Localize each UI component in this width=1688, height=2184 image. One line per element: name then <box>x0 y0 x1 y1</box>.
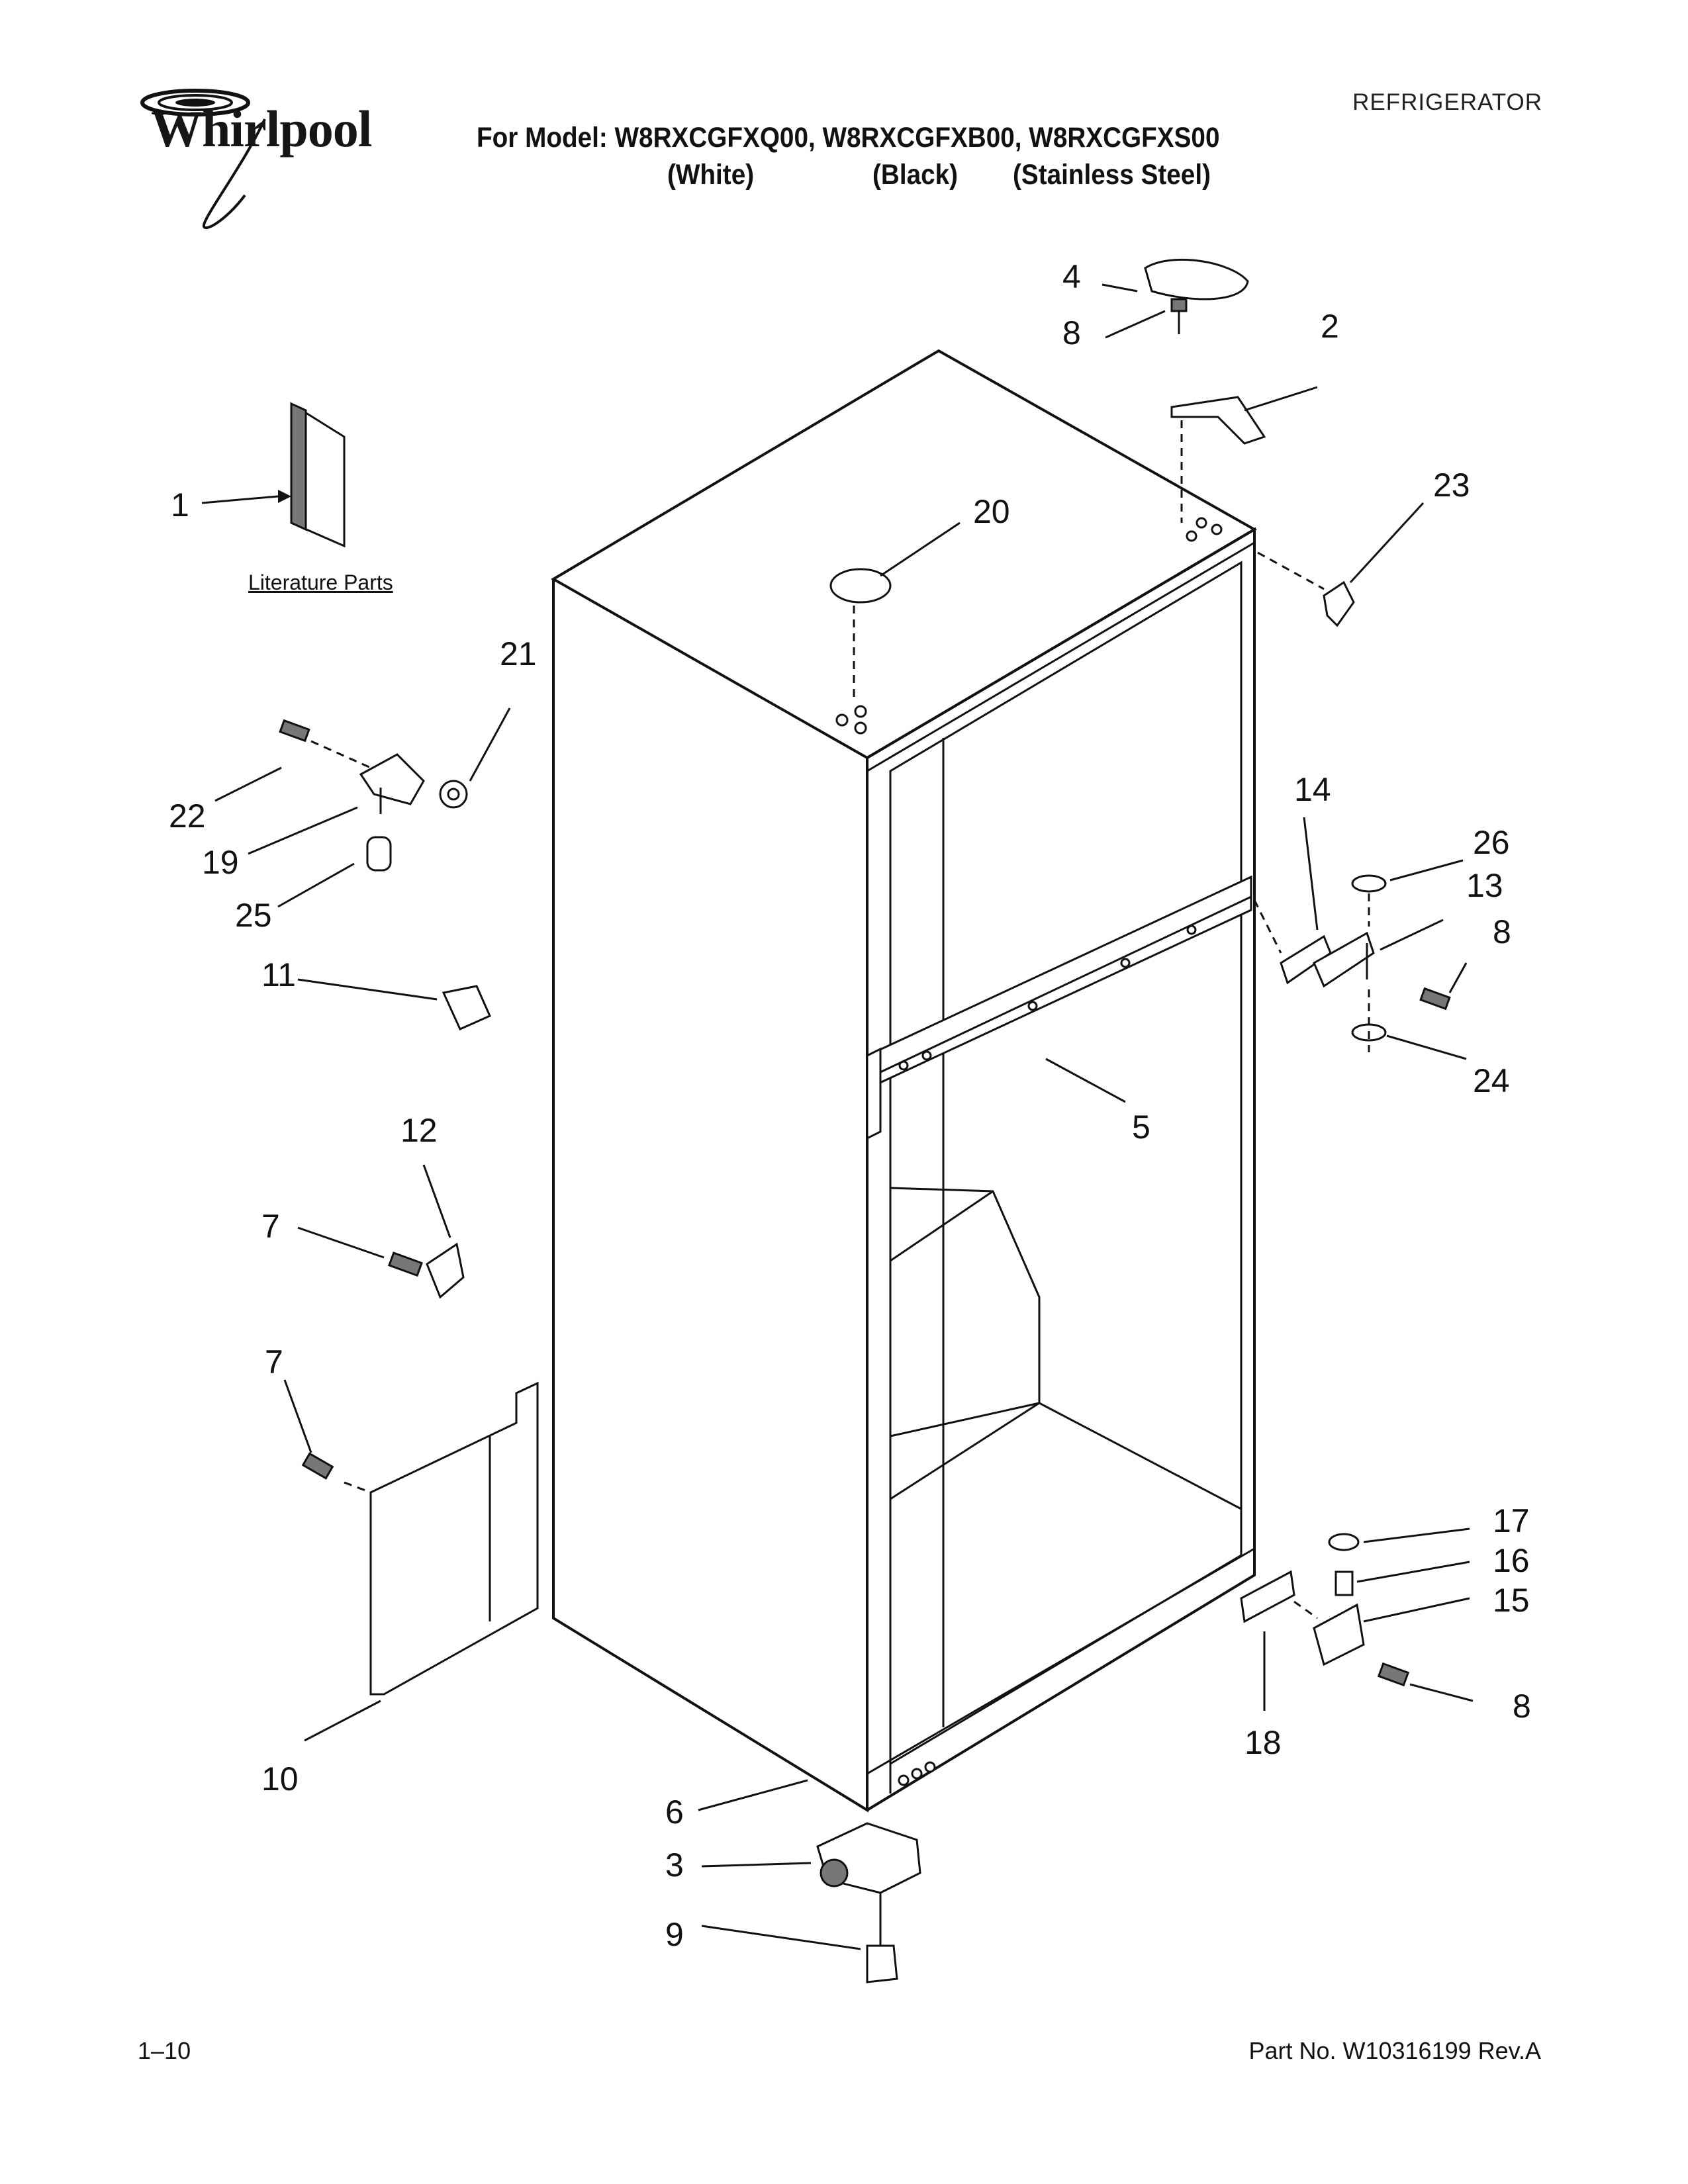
callout-21: 21 <box>500 635 537 672</box>
callout-4: 4 <box>1062 258 1081 295</box>
hinge-cap <box>1144 258 1249 300</box>
hinge-pin-cover <box>1323 580 1355 627</box>
bottom-hinge-15 <box>1313 1603 1365 1666</box>
model-numbers: For Model: W8RXCGFXQ00, W8RXCGFXB00, W8R… <box>477 122 1220 154</box>
variant-black: (Black) <box>872 159 959 191</box>
callout-17: 17 <box>1493 1502 1530 1539</box>
machine-compartment-cover <box>344 1381 539 1696</box>
bracket-19 <box>359 753 425 805</box>
callout-8b: 8 <box>1493 913 1511 950</box>
callout-8a: 8 <box>1062 314 1081 351</box>
plug <box>829 568 892 604</box>
screw-22 <box>279 719 310 743</box>
callout-8c: 8 <box>1513 1688 1531 1725</box>
callout-1: 1 <box>171 486 189 523</box>
washer-26 <box>1351 874 1387 893</box>
whirlpool-logo <box>140 89 266 230</box>
top-hinge <box>1170 396 1266 445</box>
callout-3: 3 <box>665 1846 684 1884</box>
spacer-25 <box>366 836 392 872</box>
literature-parts-label: Literature Parts <box>248 570 393 594</box>
appliance-category: REFRIGERATOR <box>1352 89 1542 115</box>
hinge-13 <box>1313 931 1375 988</box>
callout-13: 13 <box>1466 867 1503 904</box>
screw-7a <box>387 1251 423 1277</box>
washer-17 <box>1328 1533 1360 1551</box>
callout-22: 22 <box>169 797 206 835</box>
callout-26: 26 <box>1473 824 1510 861</box>
washer-21 <box>439 780 468 809</box>
variant-stainless: (Stainless Steel) <box>1013 159 1211 191</box>
screw-7b <box>301 1452 334 1480</box>
callout-5: 5 <box>1132 1109 1150 1146</box>
part-number: Part No. W10316199 Rev.A <box>1248 2037 1541 2064</box>
screw-8-hinge <box>1419 987 1451 1011</box>
leveler-9 <box>866 1944 898 1983</box>
callout-10: 10 <box>261 1760 299 1797</box>
screw-8-bottom <box>1377 1662 1410 1687</box>
callout-9: 9 <box>665 1916 684 1953</box>
page-number: 1–10 <box>138 2037 191 2064</box>
callout-14: 14 <box>1294 771 1331 808</box>
callout-2: 2 <box>1321 308 1339 345</box>
variant-white: (White) <box>667 159 755 191</box>
screw-top <box>1170 298 1188 334</box>
callout-24: 24 <box>1473 1062 1510 1099</box>
callout-19: 19 <box>202 844 239 881</box>
callout-25: 25 <box>235 897 272 934</box>
callout-18: 18 <box>1244 1724 1282 1761</box>
callout-7b: 7 <box>265 1343 283 1381</box>
callout-11: 11 <box>261 956 296 993</box>
callout-16: 16 <box>1493 1542 1530 1579</box>
center-rail <box>866 875 1252 1140</box>
callout-15: 15 <box>1493 1582 1530 1619</box>
callout-6: 6 <box>665 1794 684 1831</box>
clip-11 <box>442 985 491 1030</box>
leader-lines <box>201 283 1474 1950</box>
pin-16 <box>1335 1570 1354 1596</box>
callout-7a: 7 <box>261 1208 280 1245</box>
brand-wordmark: Whirlpool <box>151 100 372 158</box>
callout-23: 23 <box>1433 467 1470 504</box>
callout-12: 12 <box>400 1112 438 1149</box>
shim-18 <box>1240 1570 1295 1623</box>
clip-12 <box>426 1242 465 1299</box>
cabinet <box>551 349 1257 1813</box>
callout-20: 20 <box>973 493 1010 530</box>
